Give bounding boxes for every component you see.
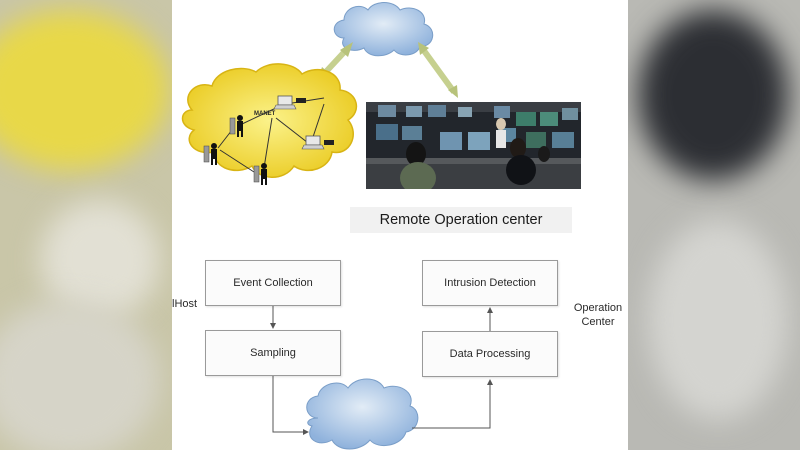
soldier-icon	[203, 143, 217, 165]
soldier-icon	[253, 163, 267, 185]
manet-links	[217, 97, 325, 173]
flow-connectors	[270, 306, 493, 435]
internet-cloud-bottom	[306, 378, 419, 450]
operation-center-label: Operation Center	[572, 302, 624, 328]
remote-operation-center-label: Remote Operation center	[350, 207, 572, 233]
operation-center-label-line2: Center	[581, 316, 615, 328]
blurred-left-margin	[0, 0, 172, 450]
manet-label: MANET	[254, 111, 276, 117]
bidirectional-arrow-room-cloud	[418, 42, 458, 98]
operations-room-photo	[366, 102, 581, 189]
blurred-right-margin	[628, 0, 800, 450]
operation-center-label-line1: Operation	[573, 302, 623, 314]
host-label: lHost	[172, 298, 198, 310]
intrusion-detection-box: Intrusion Detection	[422, 260, 558, 306]
diagram-slide: MANET Remote Operation center Event Coll…	[172, 0, 628, 450]
internet-cloud-top	[333, 2, 434, 57]
sampling-box: Sampling	[205, 330, 341, 376]
laptop-icon	[301, 135, 334, 150]
laptop-icon	[273, 95, 306, 110]
diagram-graphics	[181, 2, 493, 450]
soldier-icon	[229, 115, 243, 137]
data-processing-box: Data Processing	[422, 331, 558, 377]
event-collection-box: Event Collection	[205, 260, 341, 306]
